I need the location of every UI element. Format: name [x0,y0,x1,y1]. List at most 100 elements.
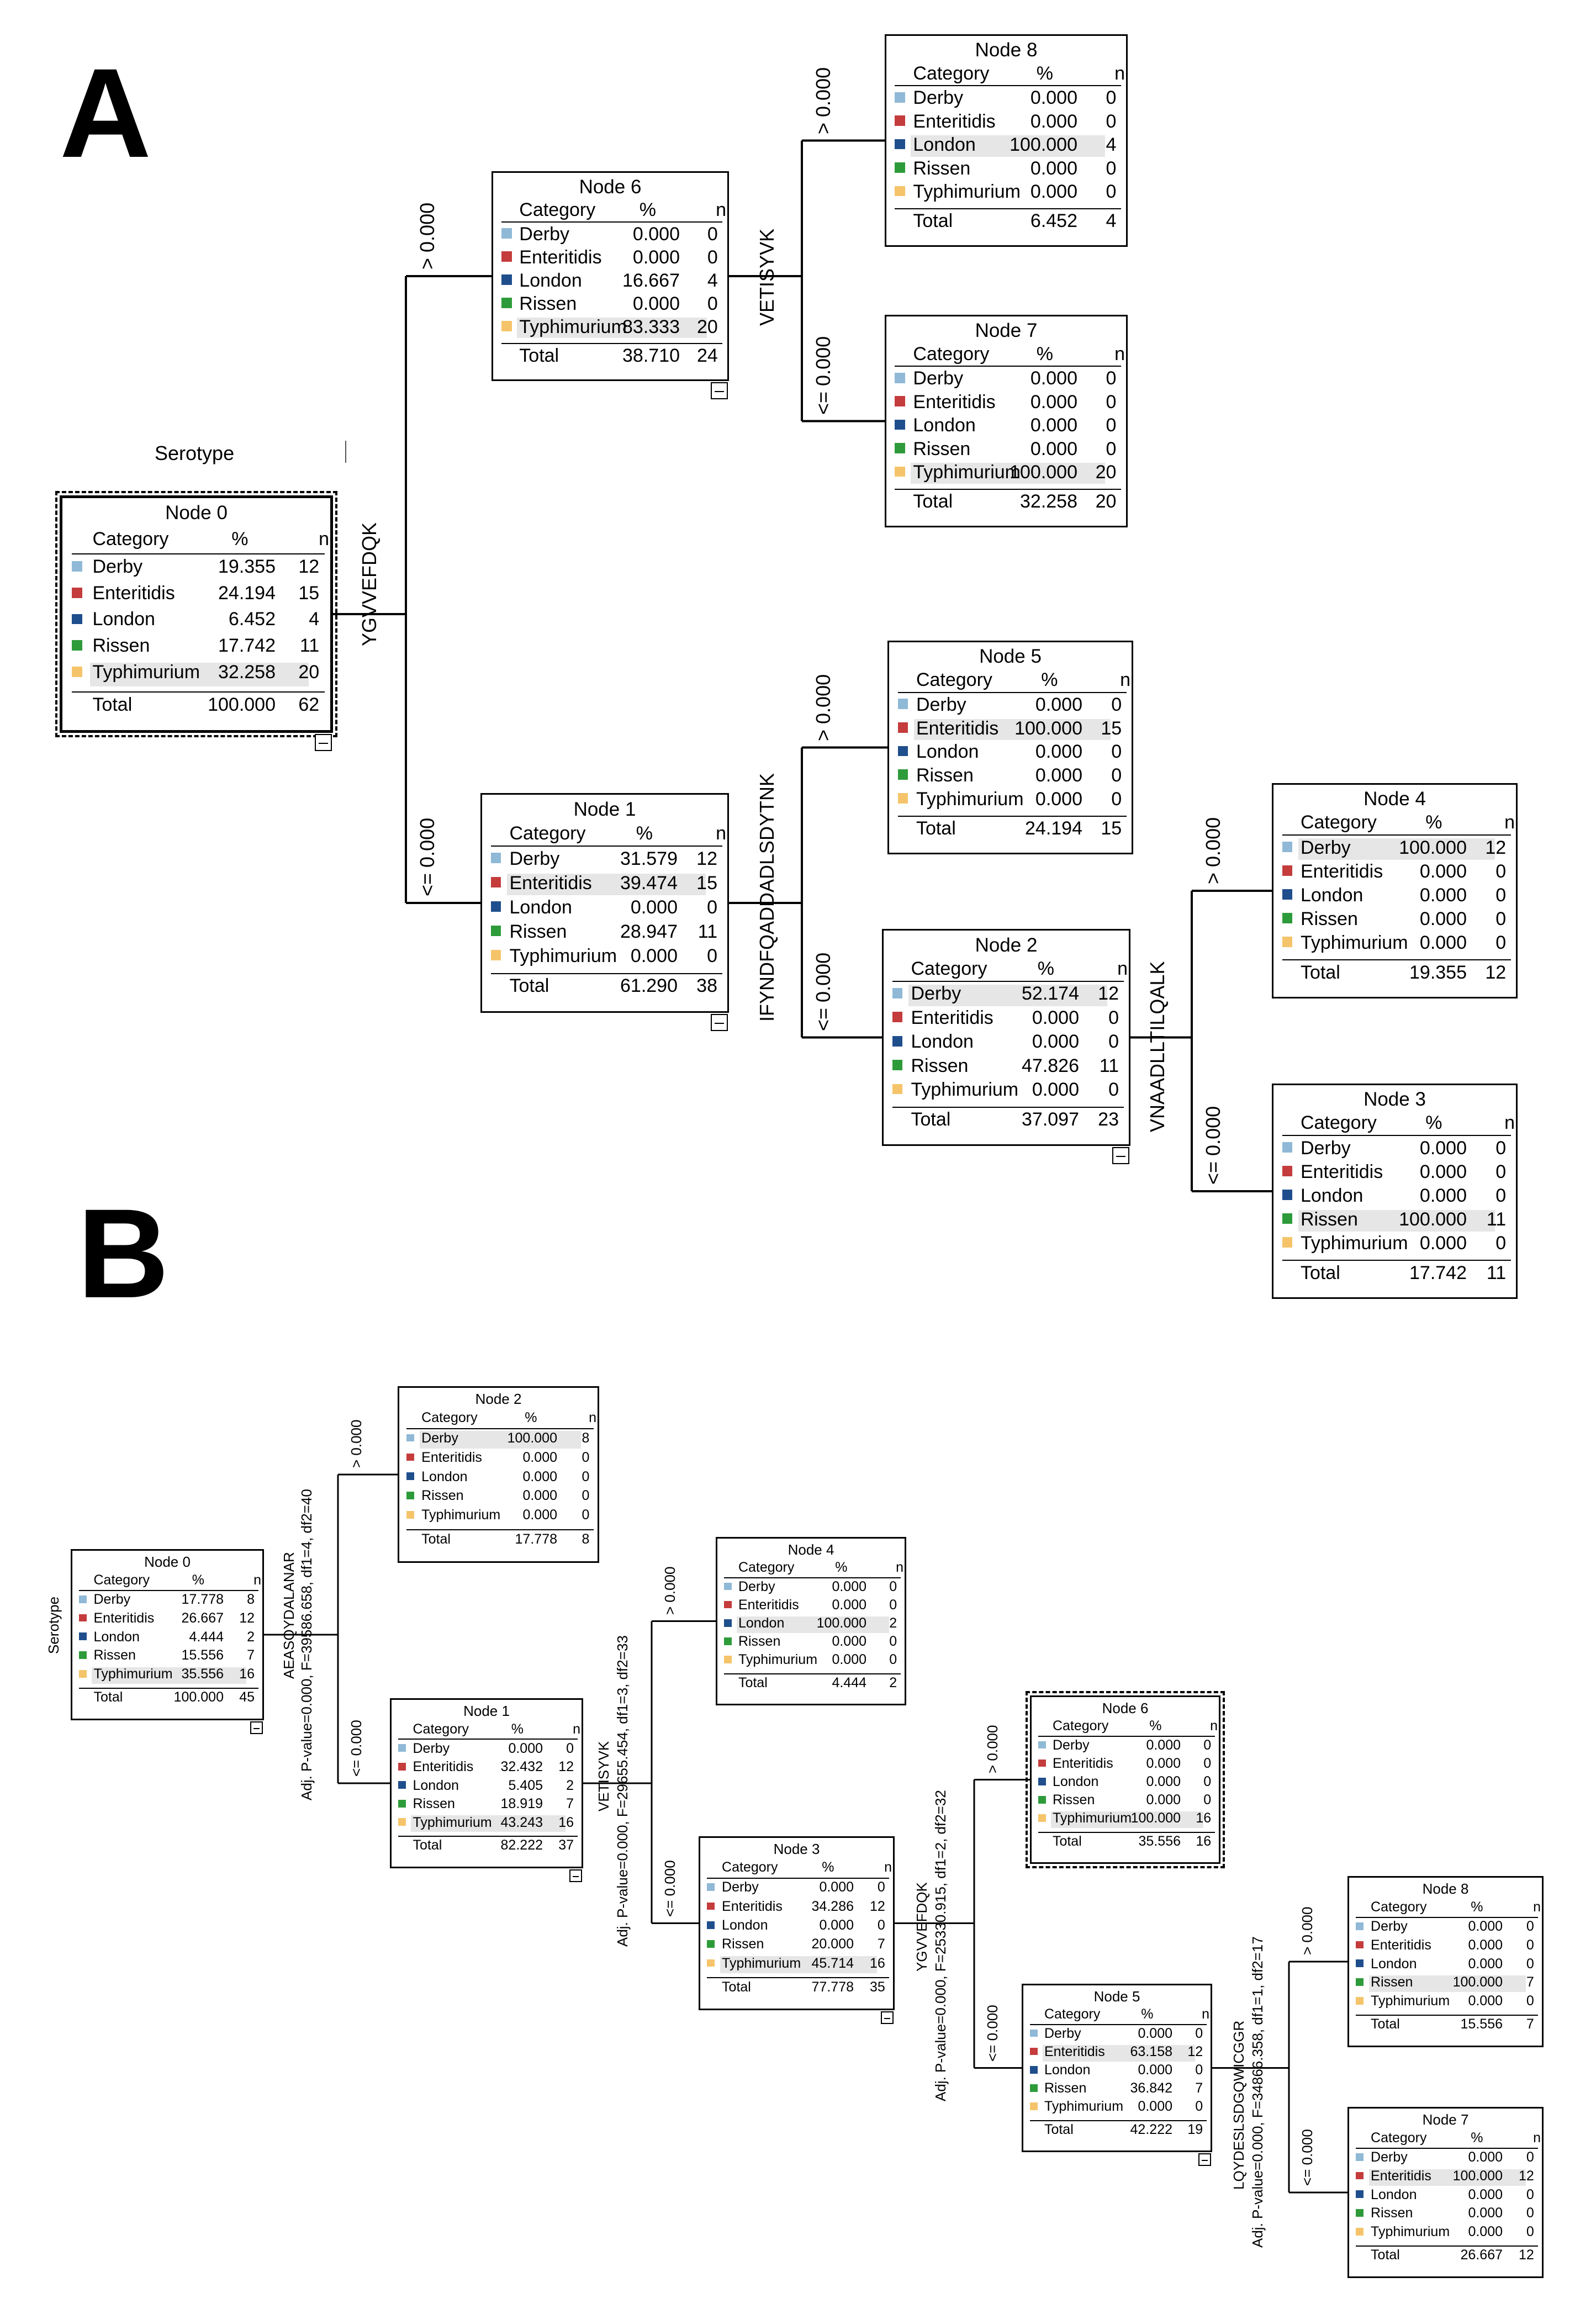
n-value: 0 [1106,438,1117,459]
minus-icon[interactable] [881,2011,894,2024]
total-n: 2 [889,1674,897,1690]
london-swatch [897,746,908,757]
n-value: 0 [889,1634,897,1650]
minus-icon[interactable] [711,382,728,399]
n-value: 12 [1187,2044,1203,2060]
typhimurium-swatch [724,1656,732,1663]
header-rule [72,553,325,555]
percent-value: 0.000 [1468,2224,1503,2240]
category-label: Derby [738,1578,775,1594]
n-value: 15 [298,582,320,604]
n-value: 0 [707,896,717,918]
category-label: Rissen [1300,908,1358,929]
category-label: London [1300,1185,1364,1206]
branch-label-gt: > 0.000 [662,1566,678,1615]
minus-icon[interactable] [1112,1147,1129,1164]
minus-icon[interactable] [569,1869,582,1882]
derby-swatch [72,561,82,572]
n-value: 12 [298,556,320,577]
typhimurium-swatch [1282,1237,1293,1248]
header-percent: % [231,528,249,549]
percent-value: 0.000 [1032,1031,1079,1053]
minus-icon[interactable] [711,1014,728,1031]
header-rule [1282,1135,1512,1137]
enteritidis-swatch [501,251,512,262]
total-label: Total [1300,961,1340,983]
total-n: 12 [1485,961,1507,983]
row-highlight [908,984,1107,1006]
percent-value: 0.000 [632,224,680,245]
minus-icon[interactable] [315,734,332,751]
n-value: 0 [877,1879,885,1895]
row-highlight [92,1667,246,1684]
category-label: Rissen [1044,2080,1087,2096]
typhimurium-swatch [72,667,82,677]
category-label: Derby [1371,2149,1408,2165]
n-value: 2 [566,1777,574,1793]
total-percent: 17.742 [1409,1262,1467,1283]
enteritidis-swatch [1356,1941,1364,1949]
derby-swatch [897,699,908,710]
percent-value: 52.174 [1022,983,1079,1005]
total-n: 15 [1101,817,1122,839]
total-rule [398,1836,578,1837]
total-rule [1038,1831,1216,1833]
percent-value: 100.000 [1130,1810,1181,1826]
percent-value: 0.000 [1468,2149,1503,2165]
n-value: 16 [239,1666,255,1682]
node-title: Node 0 [144,1554,191,1571]
n-value: 0 [1111,694,1122,715]
percent-value: 100.000 [1452,1974,1503,1990]
split-statistics-label: Adj. P-value=0.000, F=29655.454, df1=3, … [614,1635,631,1947]
category-label: Derby [1044,2025,1081,2041]
derby-swatch [398,1744,406,1752]
row-highlight [507,873,706,896]
n-value: 0 [1526,2186,1534,2202]
total-rule [1282,1260,1512,1261]
percent-value: 0.000 [522,1507,557,1523]
percent-value: 0.000 [1146,1737,1181,1753]
n-value: 0 [707,246,718,268]
header-rule [398,1739,578,1740]
derby-swatch [895,372,906,383]
minus-icon[interactable] [1198,2153,1211,2166]
percent-value: 0.000 [1030,157,1077,179]
header-category: Category [1300,1112,1377,1134]
category-label: Derby [1300,837,1351,858]
percent-value: 0.000 [819,1879,854,1895]
n-value: 0 [1106,415,1117,436]
total-rule [1030,2120,1207,2121]
total-percent: 61.290 [620,975,678,997]
title-separator [345,441,346,463]
category-label: Derby [413,1740,450,1756]
total-percent: 82.222 [500,1837,543,1853]
header-percent: % [525,1410,537,1426]
percent-value: 0.000 [508,1740,543,1756]
rissen-swatch [72,640,82,651]
enteritidis-swatch [892,1012,903,1023]
enteritidis-swatch [897,722,908,733]
total-label: Total [93,1689,123,1705]
london-swatch [1030,2065,1038,2074]
header-percent: % [1471,2130,1483,2146]
n-value: 0 [1203,1737,1212,1753]
minus-icon[interactable] [250,1721,263,1734]
